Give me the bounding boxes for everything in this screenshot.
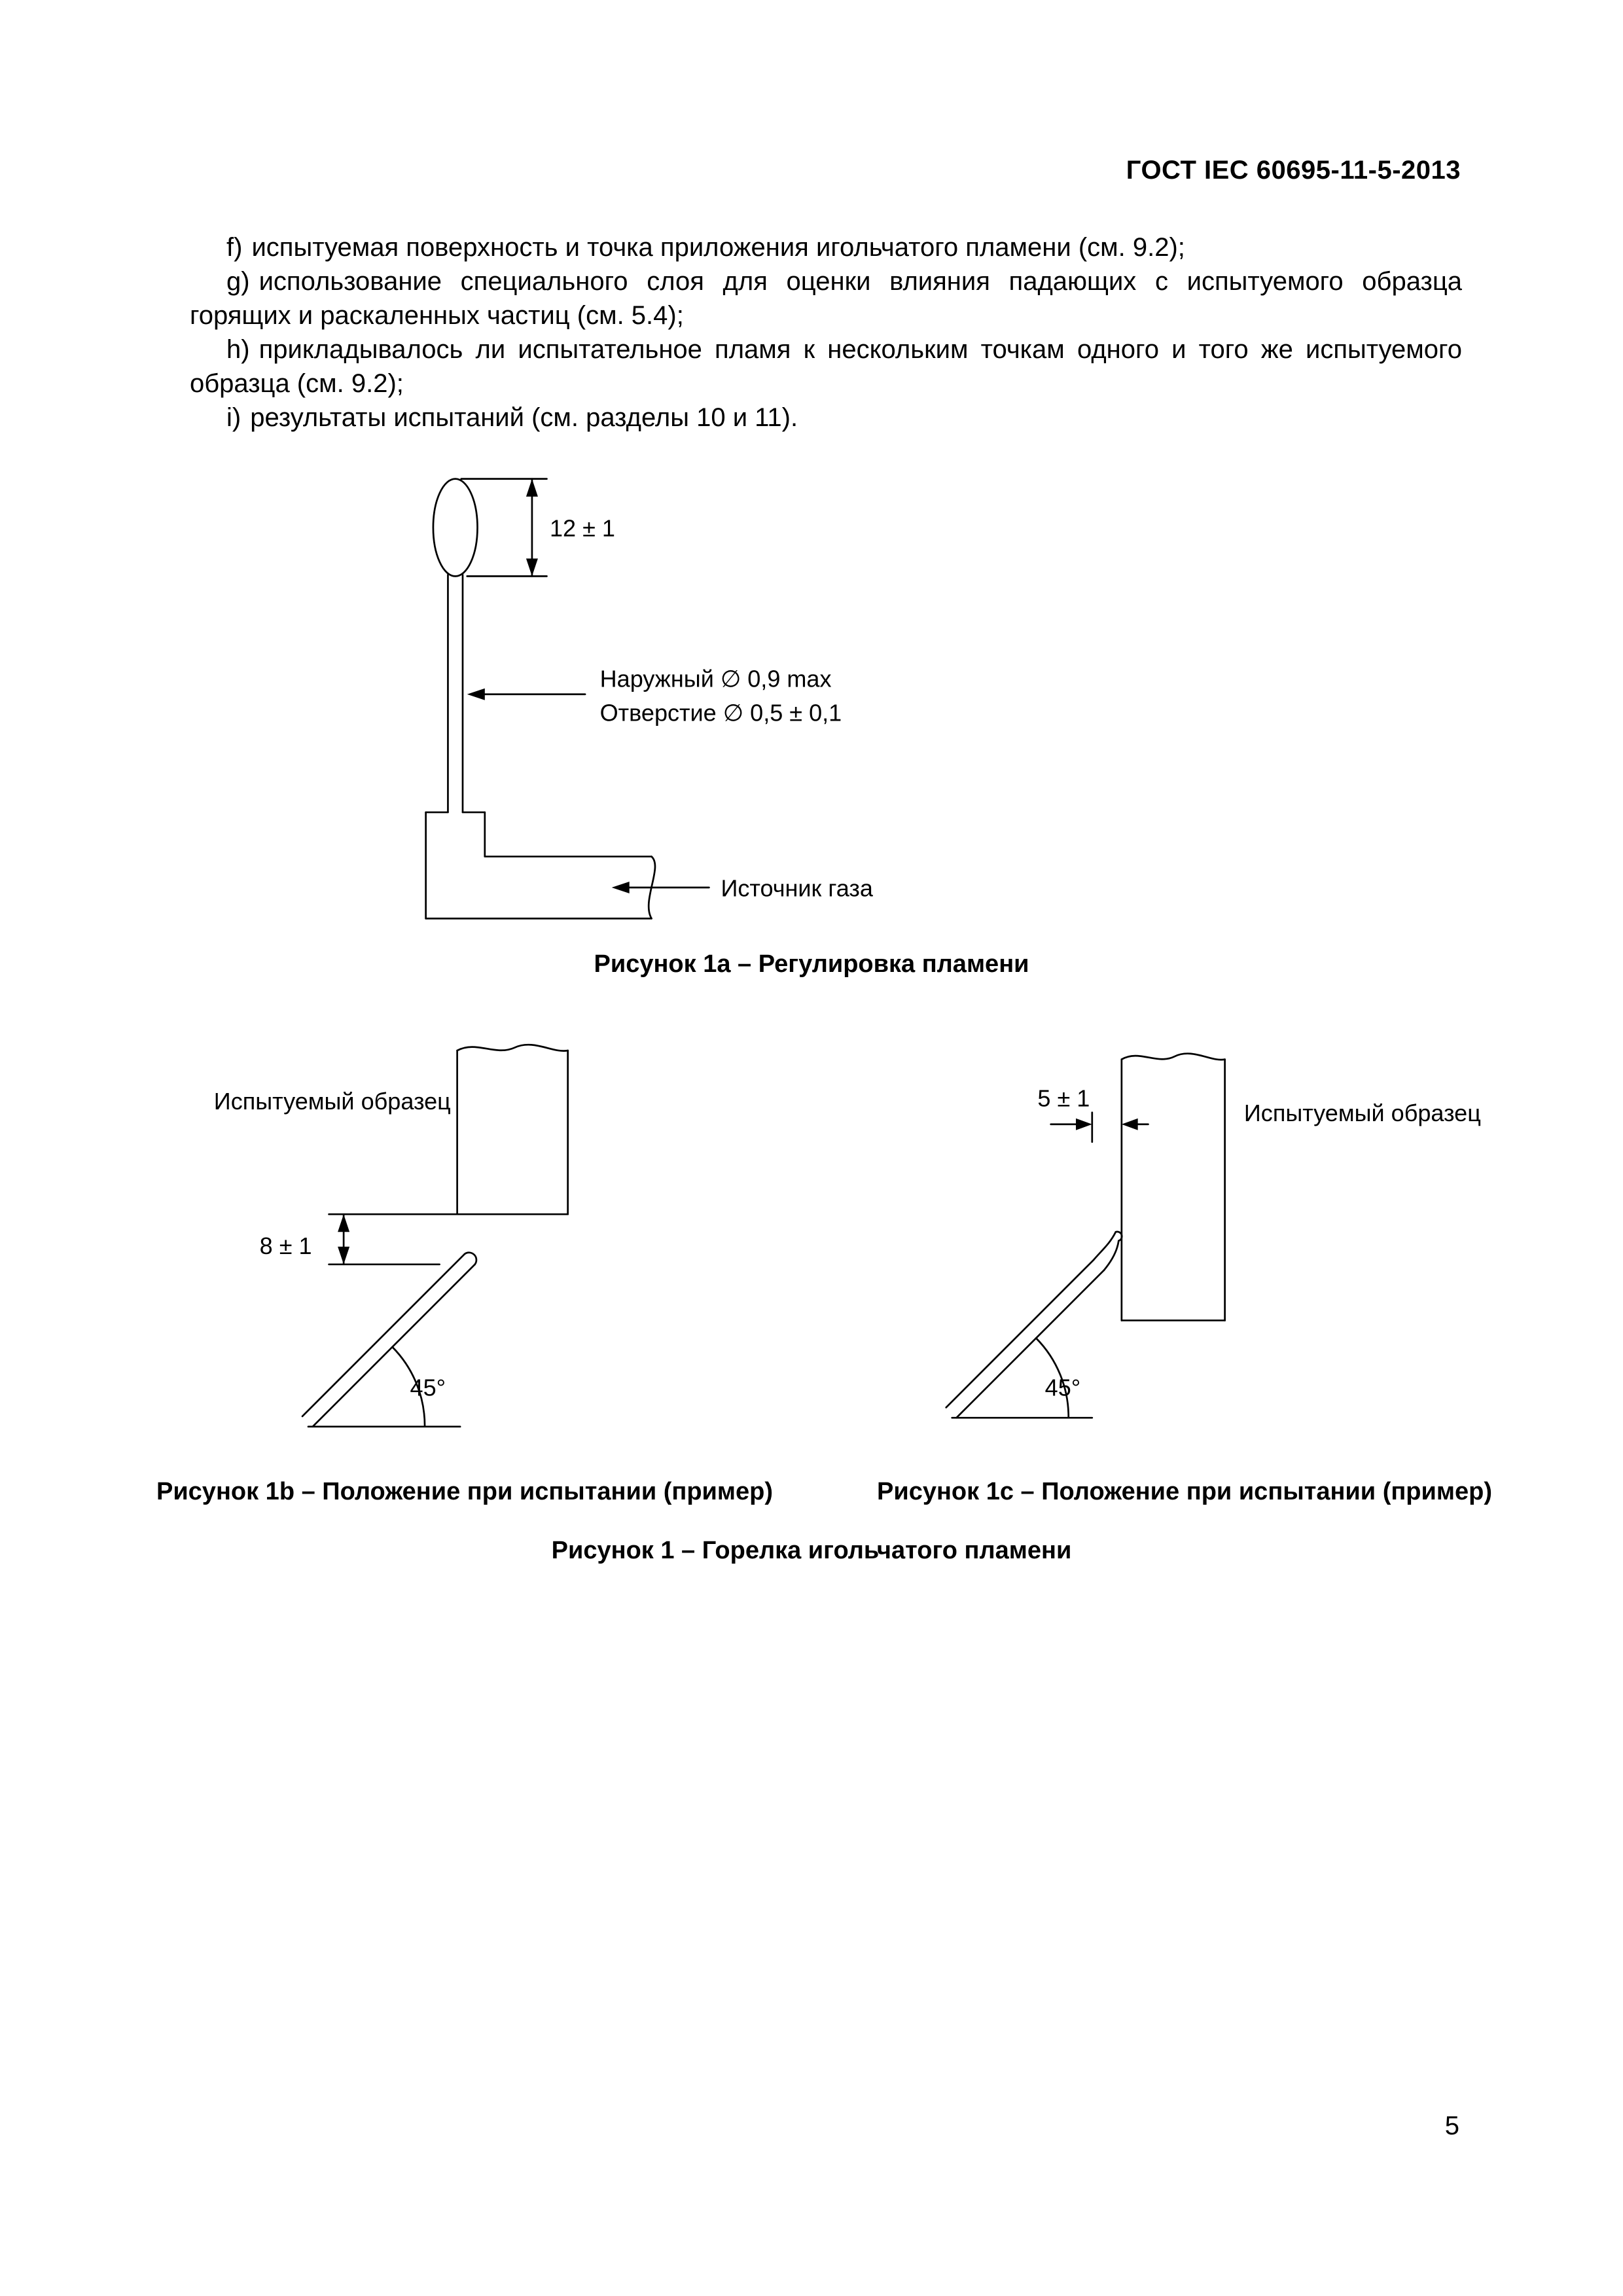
list-item-label: g): [226, 267, 250, 296]
list-item-text: результаты испытаний (см. разделы 10 и 1…: [250, 403, 798, 432]
angle-label: 45°: [1045, 1374, 1081, 1401]
burner-needle-tube: [425, 573, 486, 814]
figure-1a-drawing: 12 ± 1 Наружный ∅ 0,9 max Отверстие ∅ 0,…: [425, 478, 874, 920]
figure-1c-drawing: Испытуемый образец 5 ± 1 45°: [945, 1052, 1481, 1419]
page-number: 5: [1444, 2111, 1459, 2140]
specimen-outline: [1120, 1052, 1226, 1321]
distance-dimension: 5 ± 1: [1037, 1085, 1149, 1143]
gas-source-label: Источник газа: [721, 875, 873, 902]
body-text-block: f) испытуемая поверхность и точка приложе…: [190, 230, 1462, 435]
figure-1-caption: Рисунок 1 – Горелка игольчатого пламени: [551, 1537, 1072, 1564]
orifice-diameter-label: Отверстие ∅ 0,5 ± 0,1: [600, 699, 842, 726]
tube-diameter-callout: Наружный ∅ 0,9 max Отверстие ∅ 0,5 ± 0,1: [467, 665, 842, 726]
list-item-f: f) испытуемая поверхность и точка приложе…: [190, 230, 1462, 264]
figure-1b-caption: Рисунок 1b – Положение при испытании (пр…: [156, 1478, 774, 1505]
list-item-h: h)прикладывалось ли испытательное пламя …: [190, 332, 1462, 401]
figure-1c-caption: Рисунок 1c – Положение при испытании (пр…: [877, 1478, 1492, 1505]
flame-height-dimension: 12 ± 1: [460, 478, 615, 577]
list-item-label: i): [226, 403, 241, 432]
list-item-g: g)использование специального слоя для оц…: [190, 264, 1462, 332]
list-item-text: использование специального слоя для оцен…: [190, 267, 1462, 330]
angle-dimension: 45°: [307, 1346, 461, 1428]
document-header: ГОСТ IEC 60695-11-5-2013: [1126, 156, 1461, 185]
figure-1a-caption: Рисунок 1а – Регулировка пламени: [594, 950, 1029, 978]
list-item-i: i) результаты испытаний (см. разделы 10 и…: [190, 401, 1462, 435]
angle-label: 45°: [410, 1374, 446, 1401]
distance-dim-label: 5 ± 1: [1037, 1085, 1090, 1112]
list-item-label: f): [226, 233, 243, 262]
flame-outline: [432, 478, 478, 577]
outer-diameter-label: Наружный ∅ 0,9 max: [600, 665, 832, 692]
distance-dim-label: 8 ± 1: [260, 1232, 312, 1259]
specimen-outline: [456, 1043, 569, 1215]
list-item-text: испытуемая поверхность и точка приложени…: [251, 233, 1185, 262]
figure-1b-drawing: Испытуемый образец 8 ± 1 45°: [214, 1043, 569, 1428]
distance-dimension: 8 ± 1: [260, 1213, 458, 1266]
burner-tube: [301, 1251, 478, 1428]
list-item-text: прикладывалось ли испытательное пламя к …: [190, 335, 1462, 398]
angle-dimension: 45°: [951, 1337, 1094, 1419]
list-item-label: h): [226, 335, 250, 364]
specimen-label: Испытуемый образец: [214, 1088, 451, 1115]
burner-body: [425, 811, 656, 920]
burner-tube: [945, 1230, 1123, 1419]
flame-height-dim-label: 12 ± 1: [550, 515, 615, 542]
gas-source-callout: Источник газа: [611, 875, 874, 902]
specimen-label: Испытуемый образец: [1244, 1100, 1481, 1126]
